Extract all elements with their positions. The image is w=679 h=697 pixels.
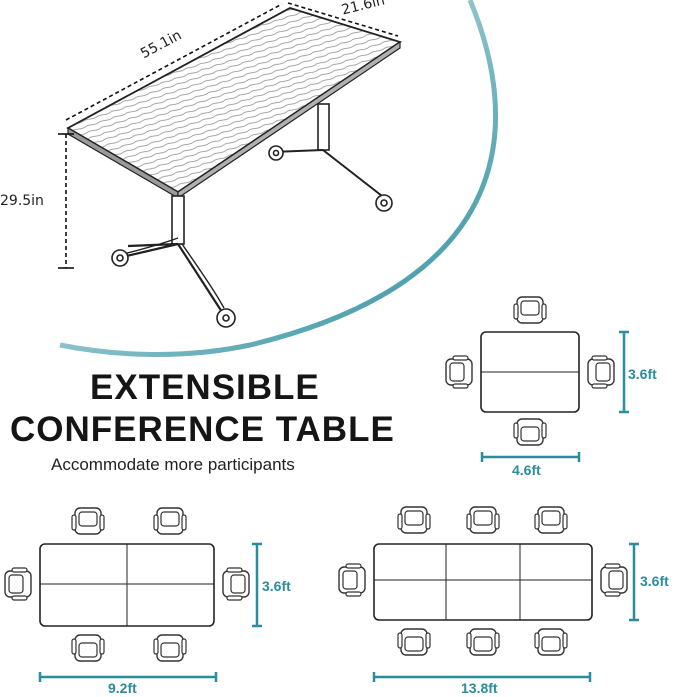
table-top [66, 7, 403, 194]
three-tables-width-label: 13.8ft [461, 680, 498, 696]
front-leg [171, 195, 185, 245]
caster-wheel [111, 145, 393, 328]
two-tables-width-label: 9.2ft [108, 680, 137, 696]
layout-two-tables [4, 507, 262, 682]
headline-line1: EXTENSIBLE [90, 368, 320, 407]
layout-one-table [445, 296, 629, 462]
headline-line2: CONFERENCE TABLE [10, 410, 395, 449]
headline-subtitle: Accommodate more participants [51, 455, 295, 474]
three-tables-depth-label: 3.6ft [640, 573, 669, 589]
dimension-lines [65, 2, 399, 268]
height-label: 29.5in [0, 193, 44, 209]
table-illustration [66, 7, 403, 328]
layout-three-tables [338, 506, 639, 682]
back-leg [317, 103, 330, 151]
decorative-arc [59, 0, 499, 357]
one-table-depth-label: 3.6ft [628, 366, 657, 382]
one-table-width-label: 4.6ft [512, 462, 541, 478]
two-tables-depth-label: 3.6ft [262, 578, 291, 594]
